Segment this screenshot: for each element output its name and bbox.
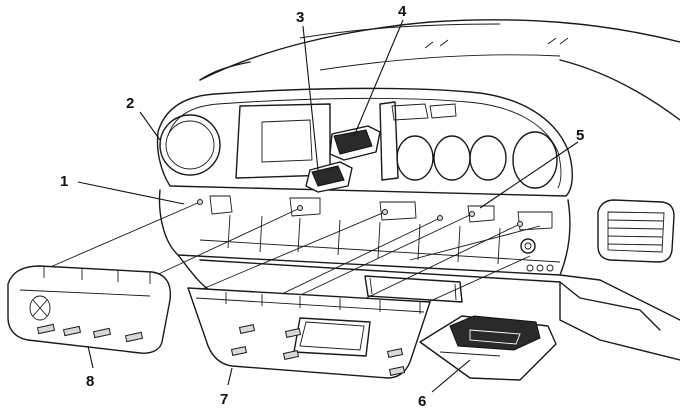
lower-dashboard-structure [158, 189, 680, 361]
left-lower-trim-panel-part-8 [7, 265, 172, 354]
leader-lines [77, 19, 579, 393]
callout-7: 7 [220, 391, 228, 408]
callout-1: 1 [60, 173, 68, 190]
callout-5: 5 [576, 127, 584, 144]
switch-part-4 [329, 125, 381, 161]
callout-8: 8 [86, 373, 94, 390]
callout-2: 2 [126, 95, 134, 112]
left-vent-louvre [29, 295, 51, 321]
dashboard-top-pad [199, 19, 680, 121]
instrument-cluster-housing [156, 87, 573, 197]
callout-3: 3 [296, 9, 304, 26]
callout-4: 4 [398, 3, 407, 20]
switch-part-3 [305, 161, 353, 193]
callout-labels: 1 2 3 4 5 6 7 8 [60, 3, 584, 410]
ashtray-compartment-part-6 [419, 315, 557, 381]
callout-6: 6 [418, 393, 426, 410]
right-side-vent [597, 199, 675, 263]
centre-lower-trim-panel-part-7 [187, 287, 431, 379]
